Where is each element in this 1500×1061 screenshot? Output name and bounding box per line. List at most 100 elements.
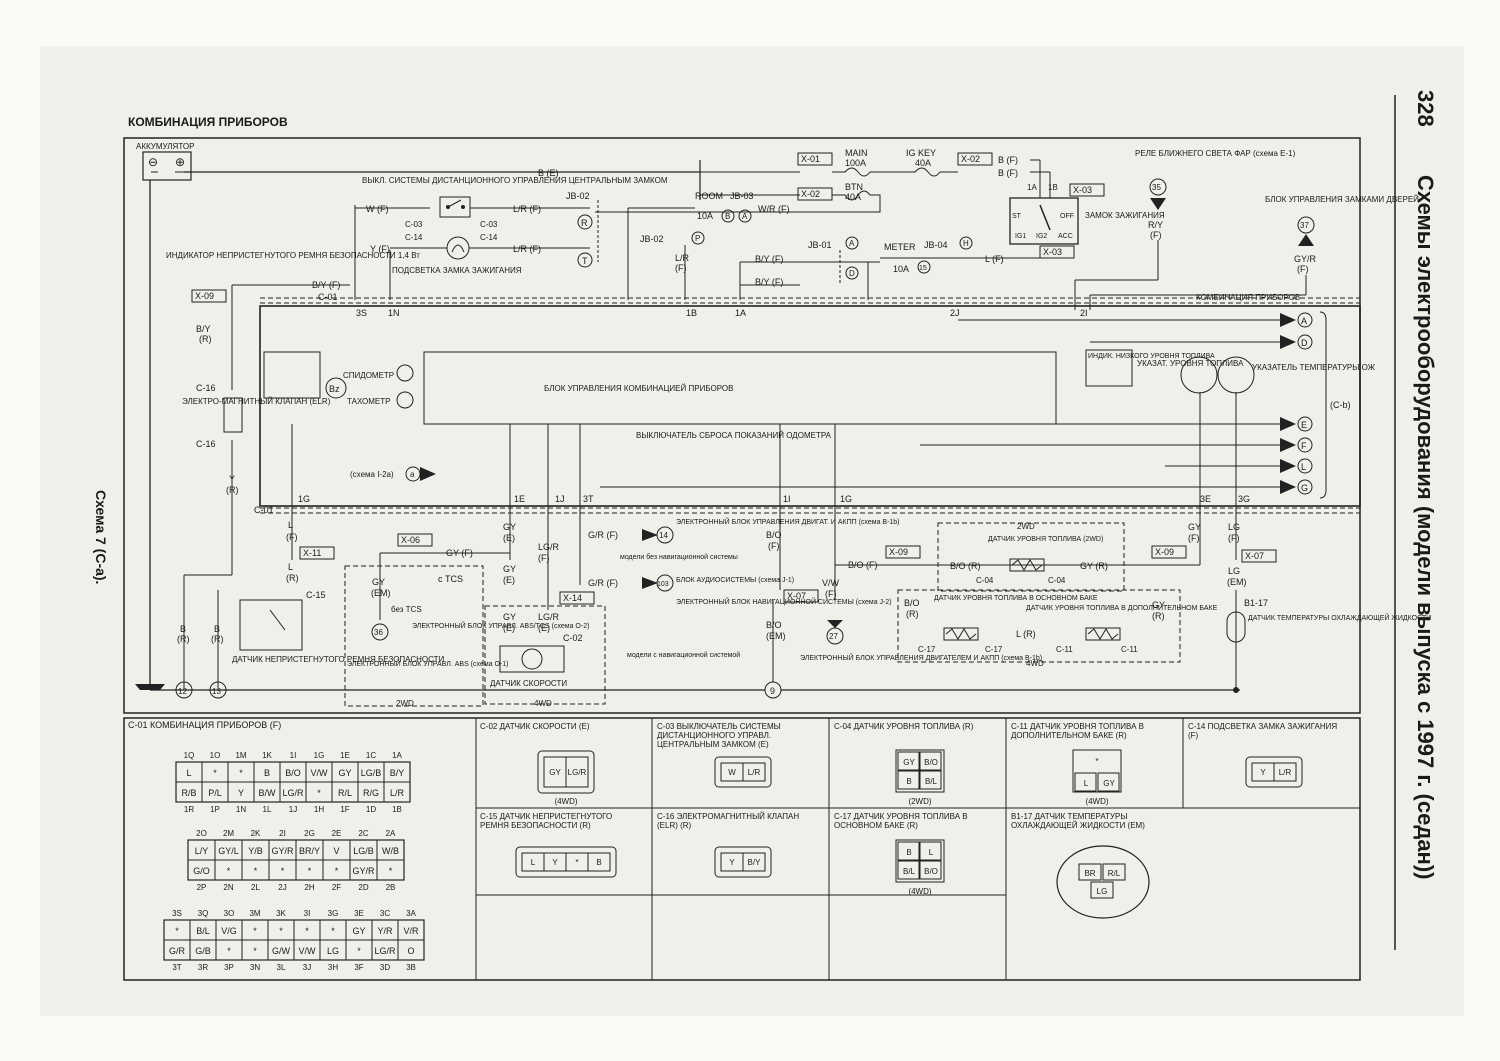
xref-x03b[interactable] <box>1039 245 1075 259</box>
svg-text:L: L <box>288 520 293 530</box>
c01-block2-pin-top: GY/L <box>218 846 239 856</box>
c01-block2-pin-bottom: * <box>254 866 258 876</box>
c01-block3-terminal-bottom: 3L <box>277 963 286 972</box>
c-16-title: (ELR) (R) <box>657 821 692 830</box>
svg-text:B1-17: B1-17 <box>1244 598 1268 608</box>
svg-text:(R): (R) <box>286 573 299 583</box>
svg-text:1G: 1G <box>840 494 852 504</box>
svg-text:GY: GY <box>503 564 516 574</box>
c01-block3-terminal-bottom: 3B <box>406 963 416 972</box>
svg-text:4WD: 4WD <box>1026 659 1044 668</box>
xref-x09[interactable] <box>191 289 227 303</box>
svg-text:БЛОК УПРАВЛЕНИЯ КОМБИНАЦИЕЙ ПР: БЛОК УПРАВЛЕНИЯ КОМБИНАЦИЕЙ ПРИБОРОВ <box>544 384 733 393</box>
svg-text:(F): (F) <box>825 589 837 599</box>
xref-x02b[interactable] <box>957 152 993 166</box>
svg-text:БЛОК АУДИОСИСТЕМЫ (схема J-1): БЛОК АУДИОСИСТЕМЫ (схема J-1) <box>676 577 794 584</box>
svg-text:C-16: C-16 <box>196 383 216 393</box>
c-16-pin-label: Y <box>729 858 735 867</box>
xref-x09b[interactable] <box>885 545 921 559</box>
svg-text:B/O: B/O <box>766 620 782 630</box>
c-15-pin-box <box>587 852 611 872</box>
c01-block2-terminal-top: 2I <box>279 829 286 838</box>
xref-x02[interactable] <box>797 187 833 201</box>
svg-text:H: H <box>963 239 969 248</box>
svg-text:GY: GY <box>372 577 385 587</box>
svg-text:(E): (E) <box>503 575 515 585</box>
xref-x03[interactable] <box>1069 183 1105 197</box>
svg-text:B/O: B/O <box>904 598 920 608</box>
c01-block3-pin-bottom: G/W <box>272 946 291 956</box>
svg-text:B/Y: B/Y <box>196 324 211 334</box>
c01-block3-terminal-top: 3O <box>224 909 235 918</box>
c-11-pin-label: GY <box>1103 779 1115 788</box>
svg-text:(R): (R) <box>1152 611 1165 621</box>
xref-x01[interactable] <box>797 152 833 166</box>
svg-text:ВЫКЛ. СИСТЕМЫ ДИСТАНЦИОННОГО У: ВЫКЛ. СИСТЕМЫ ДИСТАНЦИОННОГО УПРАВЛЕНИЯ … <box>362 176 668 185</box>
c-11-housing <box>1072 749 1122 793</box>
c-16-pin-label: B/Y <box>748 858 762 867</box>
c01-block1-terminal-bottom: 1L <box>263 805 272 814</box>
b1-17-housing <box>1056 845 1150 919</box>
c01-block3-pin-top: Y/R <box>377 926 393 936</box>
svg-text:GY: GY <box>1188 522 1201 532</box>
svg-text:Bz: Bz <box>329 384 340 394</box>
svg-text:R/Y: R/Y <box>1148 220 1163 230</box>
c-14-pin-box <box>1273 762 1297 782</box>
svg-text:ЭЛЕКТРО-МАГНИТНЫЙ КЛАПАН (ELR): ЭЛЕКТРО-МАГНИТНЫЙ КЛАПАН (ELR) <box>182 397 331 406</box>
c01-block3-terminal-bottom: 3T <box>172 963 181 972</box>
belt-indicator-lamp <box>263 351 321 399</box>
b1-17-pin-label: R/L <box>1108 869 1121 878</box>
svg-text:W (F): W (F) <box>366 204 389 214</box>
c-15-title: РЕМНЯ БЕЗОПАСНОСТИ (R) <box>480 821 591 830</box>
output-arrow-f: F <box>1280 437 1313 453</box>
c01-block3-terminal-top: 3C <box>380 909 390 918</box>
svg-text:⊕: ⊕ <box>175 155 185 169</box>
svg-text:B: B <box>180 624 186 634</box>
svg-text:X-03: X-03 <box>1043 247 1062 257</box>
c01-block3-pin-top: V/R <box>403 926 419 936</box>
svg-text:3G: 3G <box>1238 494 1250 504</box>
xref-x07[interactable] <box>783 589 819 603</box>
svg-text:X-07: X-07 <box>1245 551 1264 561</box>
svg-text:ЭЛЕКТРОННЫЙ БЛОК УПРАВЛЕНИЯ ДВ: ЭЛЕКТРОННЫЙ БЛОК УПРАВЛЕНИЯ ДВИГАТ. И АК… <box>676 517 900 526</box>
c01-block3-pin-bottom: * <box>227 946 231 956</box>
fuel-sensor-main <box>943 627 979 641</box>
svg-text:L/R (F): L/R (F) <box>513 244 541 254</box>
svg-text:V/W: V/W <box>822 578 840 588</box>
xref-x07b[interactable] <box>1241 549 1277 563</box>
xref-x14[interactable] <box>559 591 595 605</box>
c01-block1-terminal-bottom: 1N <box>236 805 246 814</box>
c01-block2-terminal-top: 2G <box>304 829 315 838</box>
svg-text:C-03: C-03 <box>480 220 498 229</box>
svg-text:C-14: C-14 <box>480 233 498 242</box>
fuel-sensor-additional <box>1085 627 1121 641</box>
battery: АККУМУЛЯТОР ⊖ ⊕ <box>136 142 194 181</box>
c01-block2-terminal-bottom: 2H <box>304 883 314 892</box>
svg-text:ДАТЧИК НЕПРИСТЕГНУТОГО РЕМНЯ Б: ДАТЧИК НЕПРИСТЕГНУТОГО РЕМНЯ БЕЗОПАСНОСТ… <box>232 655 445 664</box>
diagram-frame <box>123 137 1361 714</box>
svg-text:GY (R): GY (R) <box>1080 561 1108 571</box>
xref-x06[interactable] <box>397 533 433 547</box>
svg-text:40A: 40A <box>915 158 931 168</box>
svg-text:B: B <box>725 212 730 221</box>
svg-text:JB-01: JB-01 <box>808 240 832 250</box>
c01-block2-terminal-bottom: 2J <box>278 883 286 892</box>
svg-text:C-04: C-04 <box>1048 576 1066 585</box>
svg-text:LG: LG <box>1228 522 1240 532</box>
c-17-pin-box <box>919 841 942 861</box>
c01-block3-terminal-top: 3G <box>328 909 339 918</box>
svg-text:35: 35 <box>1152 183 1161 192</box>
c01-block2-pin-top: LG/B <box>353 846 374 856</box>
svg-text:ЗАМОК ЗАЖИГАНИЯ: ЗАМОК ЗАЖИГАНИЯ <box>1085 211 1165 220</box>
svg-text:(C-b): (C-b) <box>1330 400 1351 410</box>
svg-text:C-17: C-17 <box>918 645 936 654</box>
svg-text:ДАТЧИК ТЕМПЕРАТУРЫ ОХЛАЖДАЮЩЕЙ: ДАТЧИК ТЕМПЕРАТУРЫ ОХЛАЖДАЮЩЕЙ ЖИДКОСТИ <box>1248 613 1431 622</box>
xref-x09c[interactable] <box>1151 545 1187 559</box>
svg-text:LG/R: LG/R <box>538 542 560 552</box>
meter-control-unit <box>423 351 1057 425</box>
svg-text:P: P <box>695 234 700 243</box>
page-number: 328 <box>1413 90 1438 127</box>
svg-text:ПОДСВЕТКА ЗАМКА ЗАЖИГАНИЯ: ПОДСВЕТКА ЗАМКА ЗАЖИГАНИЯ <box>392 266 522 275</box>
xref-x11[interactable] <box>299 546 335 560</box>
c-03-pin-label: L/R <box>748 768 761 777</box>
